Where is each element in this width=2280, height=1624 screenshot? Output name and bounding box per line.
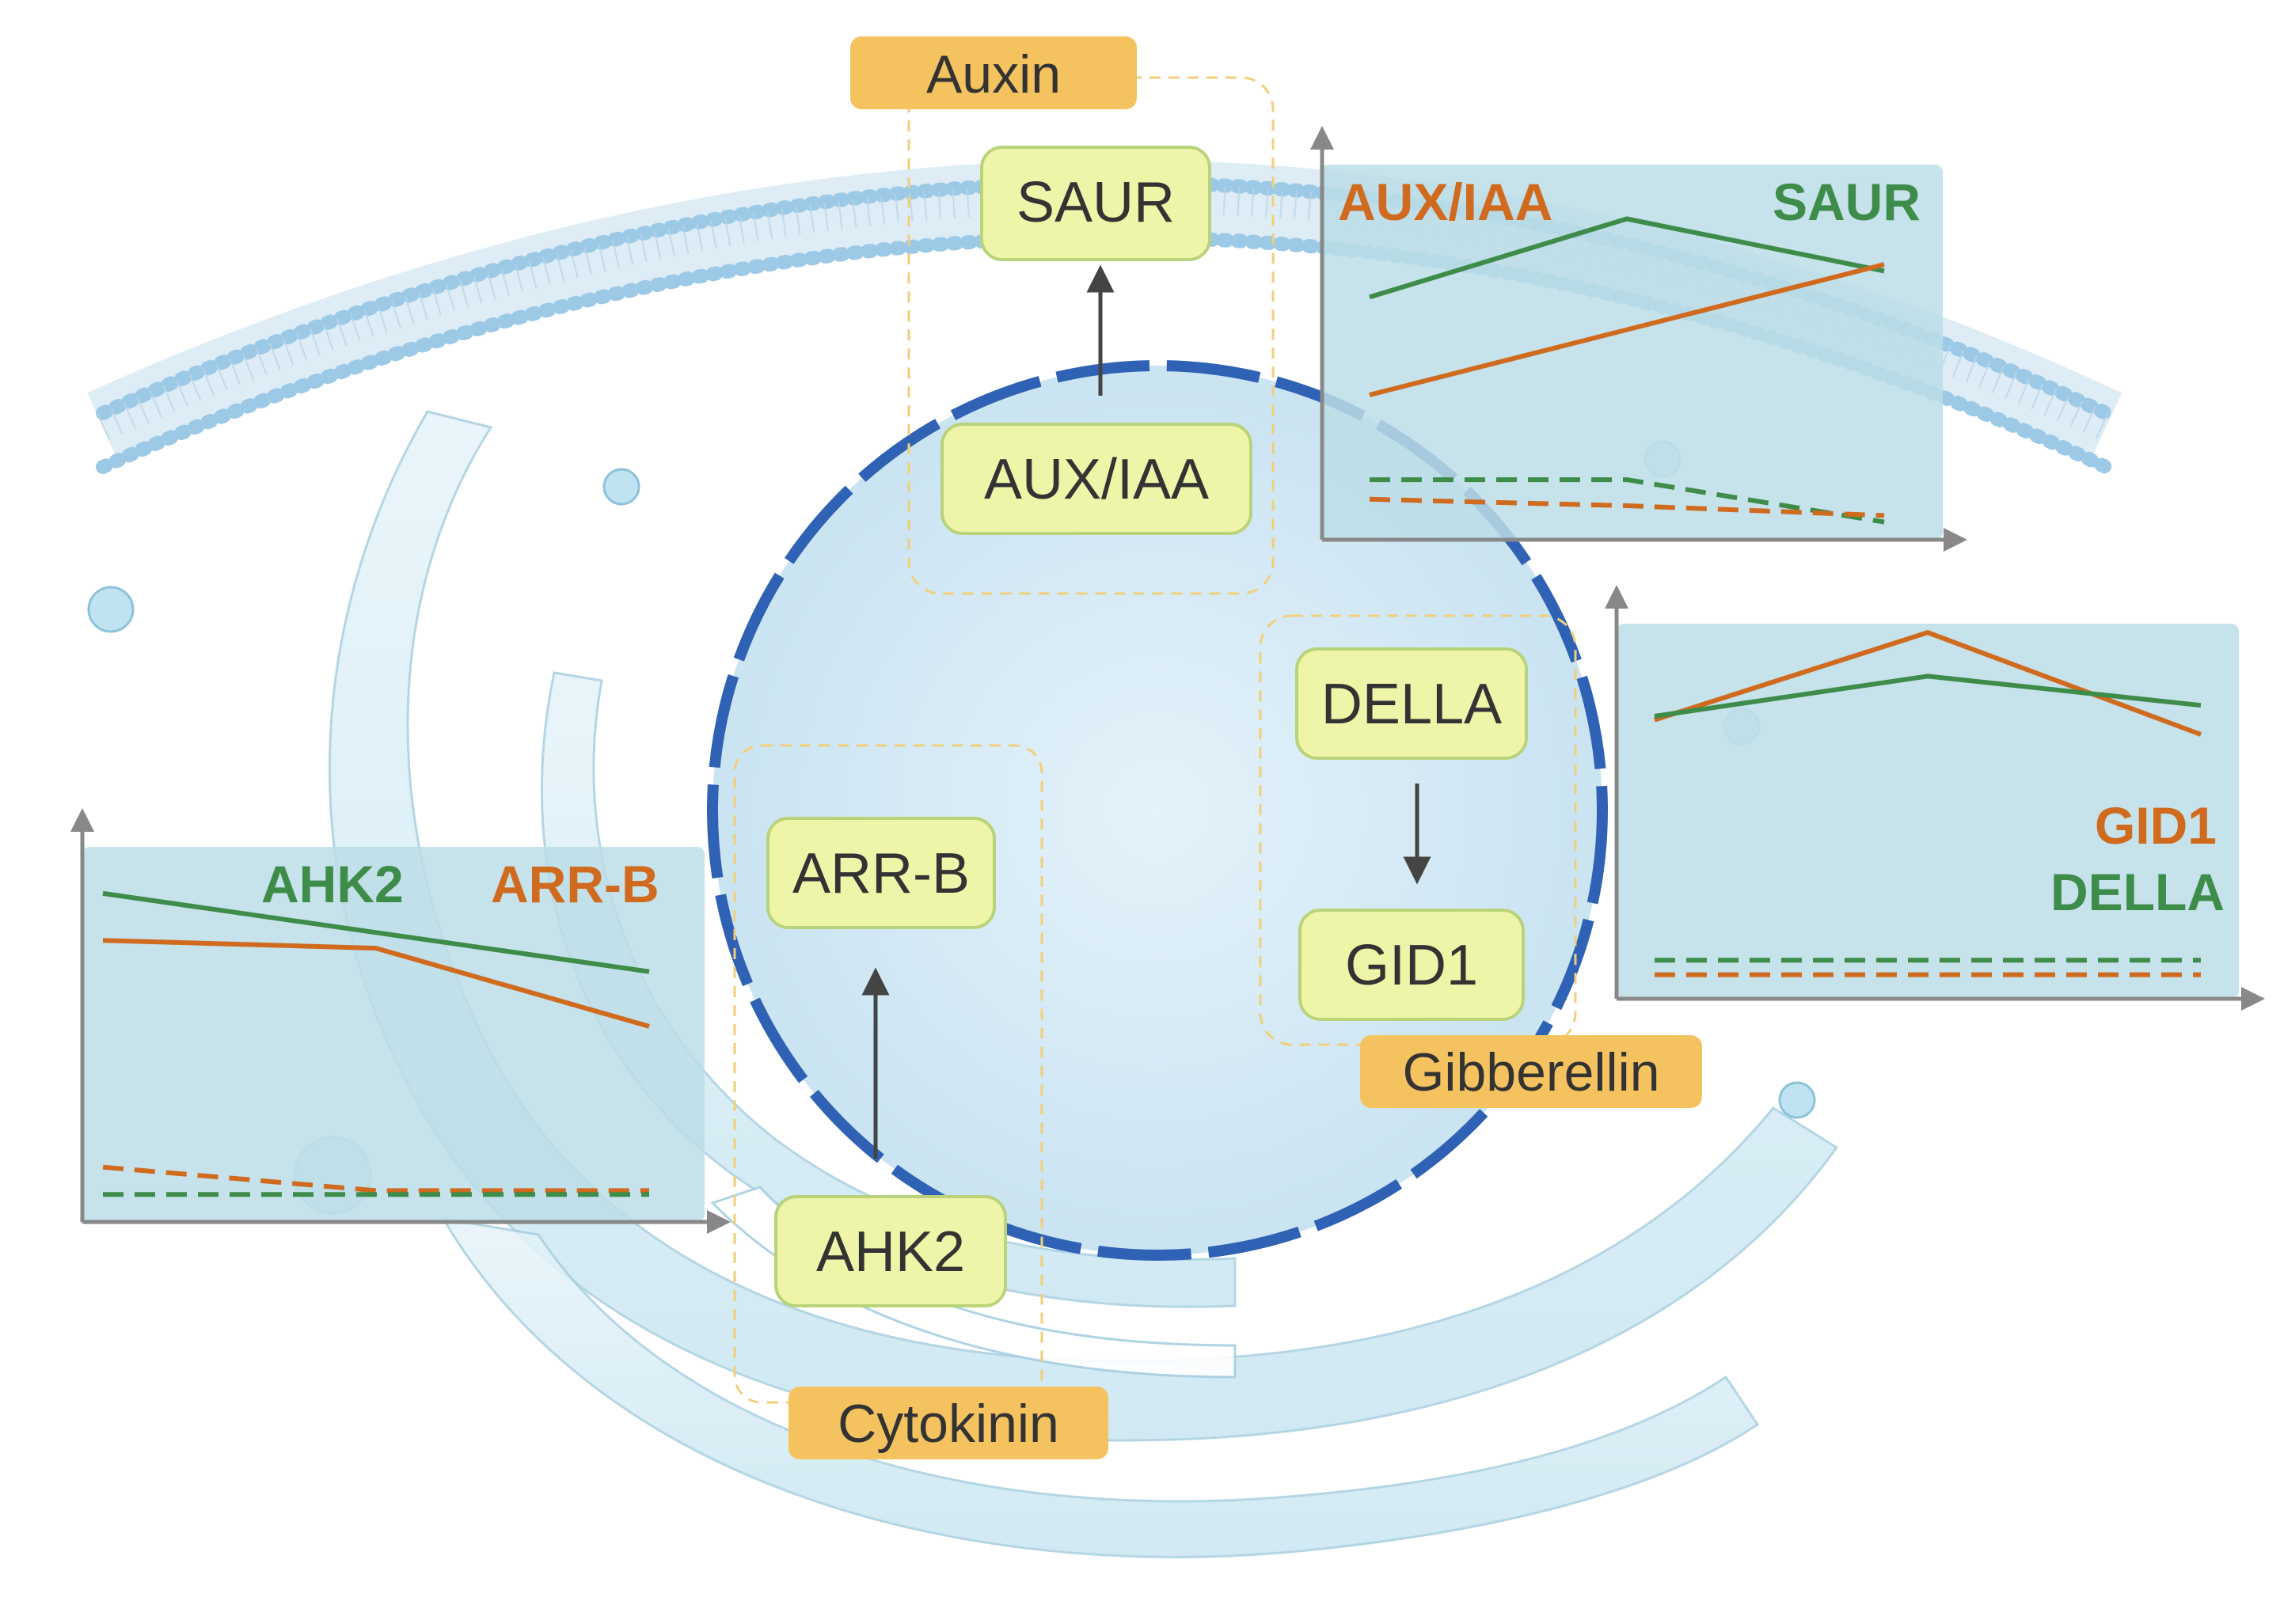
gene-arr-b: ARR-B: [766, 817, 996, 929]
hormone-cytokinin-label: Cytokinin: [838, 1394, 1059, 1454]
gene-gid1-label: GID1: [1345, 934, 1478, 997]
cytokinin-chart-series-arr-b-solid-line: [102, 938, 650, 1029]
gibberellin-chart-series-della-solid-line: [1654, 674, 2202, 719]
gene-saur: SAUR: [980, 146, 1211, 261]
hormone-tag-cytokinin: Cytokinin: [788, 1387, 1108, 1459]
auxin-chart-series-aux-iaa-solid-line: [1369, 262, 1885, 397]
auxin-chart-series-saur-dashed-line: [1370, 477, 1885, 525]
auxin-module-region: [907, 76, 1275, 595]
hormone-auxin-label: Auxin: [926, 44, 1061, 104]
gene-della: DELLA: [1295, 647, 1528, 760]
gene-arr-b-label: ARR-B: [792, 842, 970, 905]
vesicle: [87, 586, 135, 633]
gene-ahk2: AHK2: [774, 1195, 1007, 1307]
hormone-tag-auxin: Auxin: [850, 36, 1137, 109]
nucleus: [707, 360, 1608, 1261]
auxin-chart-series-saur-solid-line: [1369, 216, 1885, 300]
gene-ahk2-label: AHK2: [816, 1220, 965, 1284]
vesicle: [1778, 1081, 1816, 1119]
hormone-gibberellin-label: Gibberellin: [1402, 1042, 1659, 1102]
gene-della-label: DELLA: [1321, 673, 1502, 736]
auxin-chart-panel: AUX/IAA SAUR: [1310, 126, 1967, 552]
legend-arr-b: ARR-B: [491, 855, 659, 913]
legend-della: DELLA: [2050, 863, 2225, 921]
auxin-chart-series-aux-iaa-dashed-line: [1369, 496, 1885, 518]
cytokinin-chart-panel: AHK2 ARR-B: [70, 808, 731, 1234]
gibberellin-chart-series-gid1-solid-line: [1654, 630, 2202, 737]
legend-saur: SAUR: [1773, 173, 1921, 231]
cytokinin-chart-series-arr-b-dashed-line: [102, 1164, 649, 1193]
signaling-arrows: [861, 264, 1431, 1159]
gene-gid1: GID1: [1298, 909, 1525, 1021]
legend-gid1: GID1: [2095, 796, 2217, 855]
gene-aux-iaa: AUX/IAA: [940, 423, 1252, 535]
gibberellin-chart-panel: GID1 DELLA: [1605, 585, 2265, 1011]
hormone-tag-gibberellin: Gibberellin: [1360, 1035, 1702, 1108]
legend-ahk2: AHK2: [261, 855, 404, 913]
cytokinin-chart-series-ahk2-solid-line: [102, 890, 650, 974]
legend-aux-iaa: AUX/IAA: [1338, 173, 1552, 231]
vesicle: [602, 468, 640, 506]
gene-saur-label: SAUR: [1016, 171, 1175, 234]
gene-aux-iaa-label: AUX/IAA: [984, 448, 1209, 511]
